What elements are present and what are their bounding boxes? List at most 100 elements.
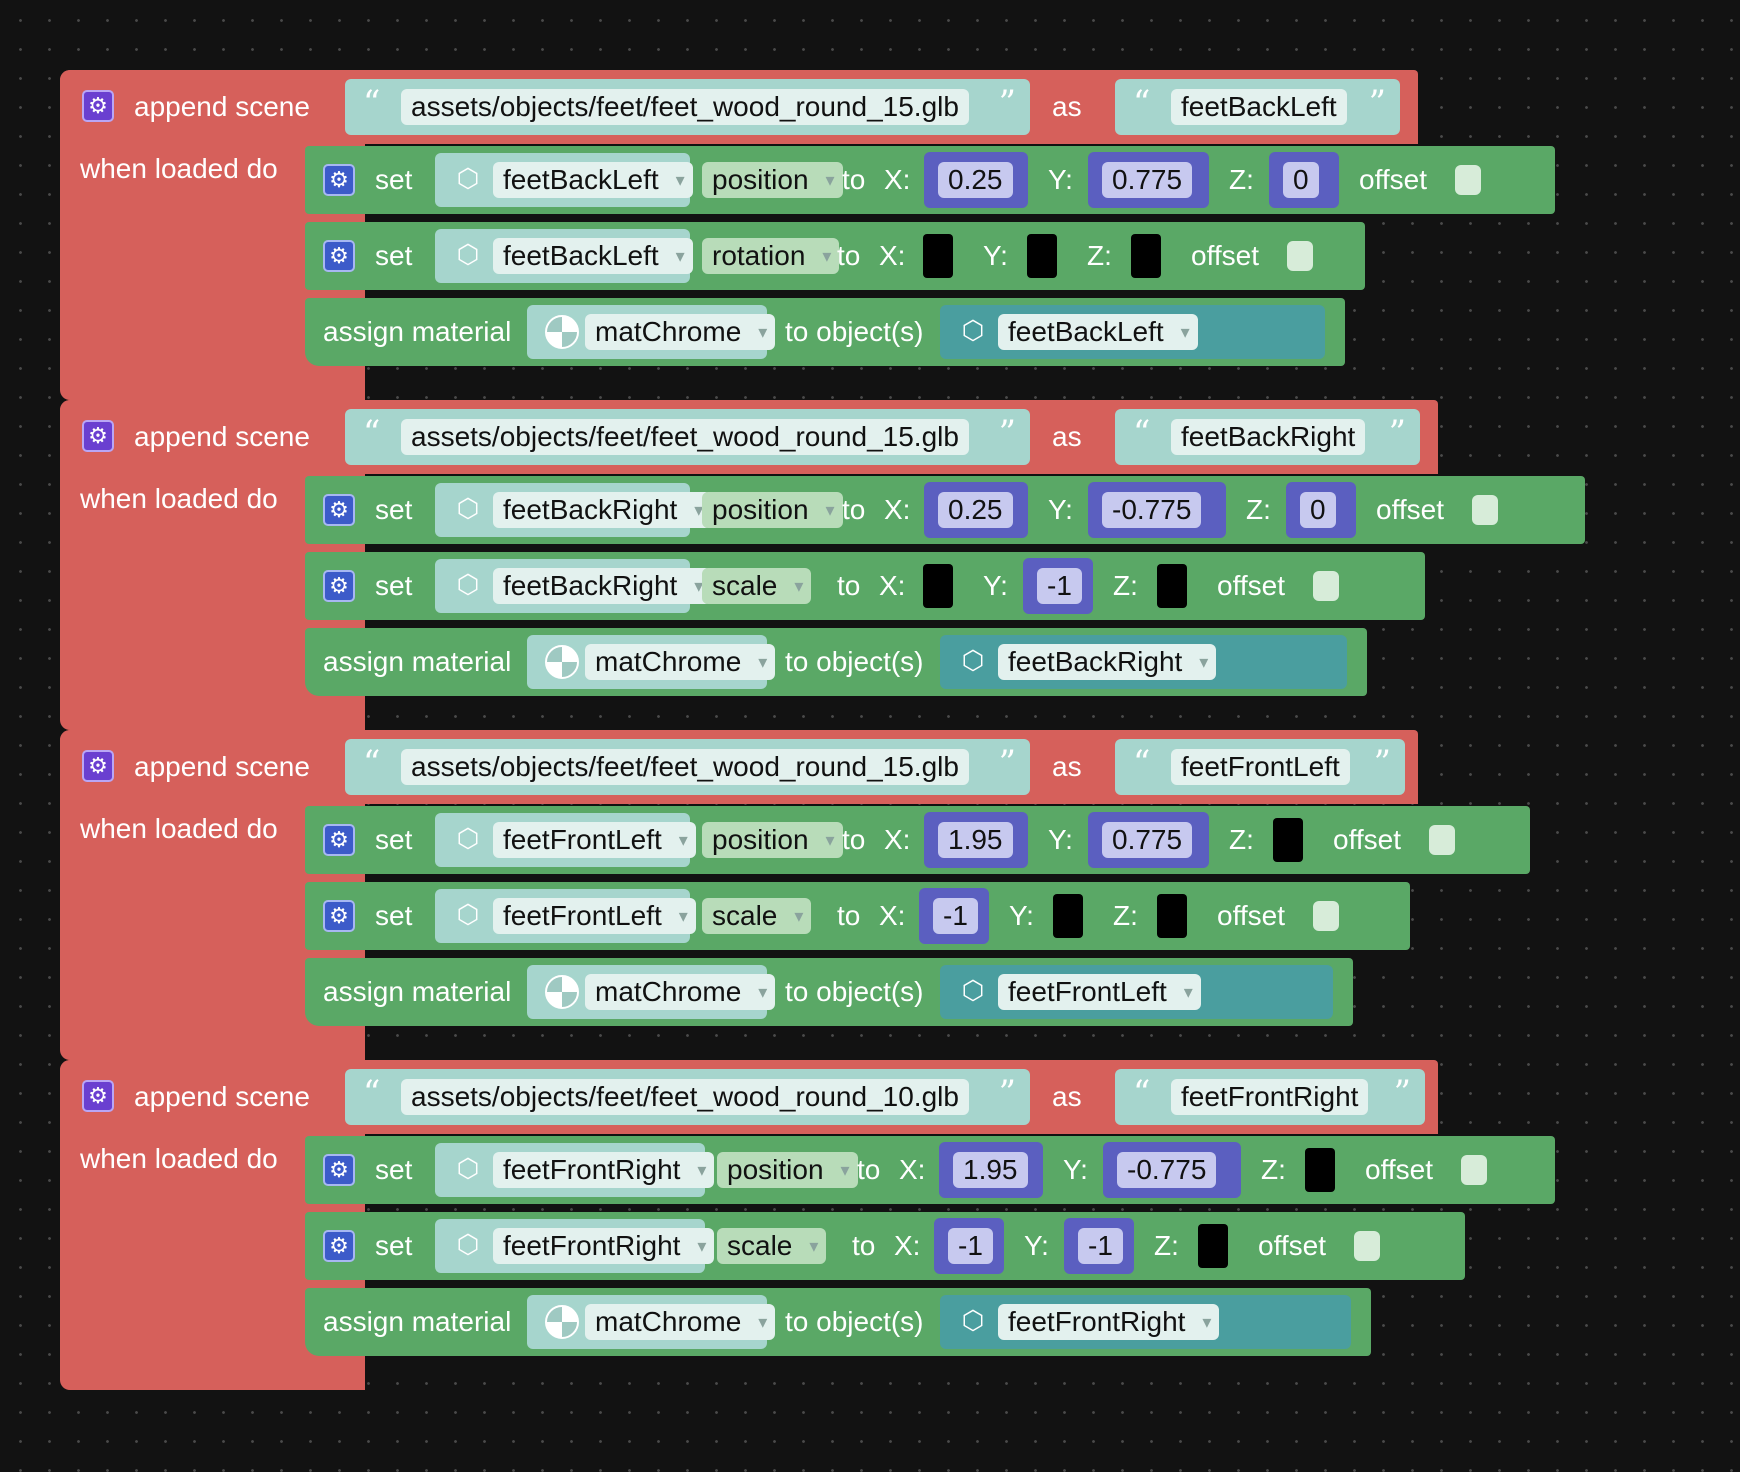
offset-checkbox[interactable]: [1461, 1155, 1487, 1185]
gear-icon[interactable]: ⚙: [82, 420, 114, 452]
gear-icon[interactable]: ⚙: [82, 1080, 114, 1112]
number-slot-y[interactable]: -0.775: [1088, 482, 1226, 538]
property-dropdown[interactable]: position▾: [702, 822, 843, 858]
offset-checkbox[interactable]: [1313, 571, 1339, 601]
offset-checkbox[interactable]: [1472, 495, 1498, 525]
name-string-slot[interactable]: “feetFrontRight”: [1115, 1069, 1425, 1125]
number-slot-y[interactable]: -1: [1023, 558, 1093, 614]
number-slot-y[interactable]: -0.775: [1103, 1142, 1241, 1198]
number-field-x[interactable]: -1: [948, 1228, 993, 1264]
number-slot-y[interactable]: -1: [1064, 1218, 1134, 1274]
object-slot[interactable]: ⬡feetFrontLeft▾: [435, 813, 696, 867]
empty-input-y[interactable]: [1053, 894, 1083, 938]
gear-icon[interactable]: ⚙: [323, 1230, 355, 1262]
offset-checkbox[interactable]: [1455, 165, 1481, 195]
material-dropdown[interactable]: matChrome▾: [585, 974, 776, 1010]
append-scene-block[interactable]: ⚙append scene“assets/objects/feet/feet_w…: [60, 730, 1580, 1060]
empty-input-z[interactable]: [1157, 894, 1187, 938]
gear-icon[interactable]: ⚙: [323, 240, 355, 272]
number-slot-y[interactable]: 0.775: [1088, 812, 1209, 868]
object-dropdown[interactable]: feetFrontRight▾: [493, 1152, 715, 1188]
target-object-dropdown[interactable]: feetBackRight▾: [998, 644, 1217, 680]
material-slot[interactable]: matChrome▾: [527, 965, 776, 1019]
number-field-z[interactable]: 0: [1283, 162, 1319, 198]
object-slot[interactable]: ⬡feetBackLeft▾: [435, 229, 693, 283]
object-dropdown[interactable]: feetBackRight▾: [493, 492, 712, 528]
material-slot[interactable]: matChrome▾: [527, 305, 776, 359]
material-slot[interactable]: matChrome▾: [527, 635, 776, 689]
number-slot-y[interactable]: 0.775: [1088, 152, 1209, 208]
offset-checkbox[interactable]: [1429, 825, 1455, 855]
number-field-y[interactable]: 0.775: [1102, 822, 1193, 858]
number-field-x[interactable]: 0.25: [938, 162, 1013, 198]
object-slot[interactable]: ⬡feetFrontRight▾: [435, 1219, 715, 1273]
scene-name-field[interactable]: feetBackLeft: [1171, 89, 1347, 125]
offset-checkbox[interactable]: [1287, 241, 1313, 271]
target-object-slot[interactable]: ⬡feetBackRight▾: [940, 635, 1347, 689]
gear-icon[interactable]: ⚙: [82, 90, 114, 122]
empty-input-x[interactable]: [923, 234, 953, 278]
material-dropdown[interactable]: matChrome▾: [585, 1304, 776, 1340]
material-slot[interactable]: matChrome▾: [527, 1295, 776, 1349]
number-field-x[interactable]: 1.95: [953, 1152, 1028, 1188]
path-string-slot[interactable]: “assets/objects/feet/feet_wood_round_15.…: [345, 409, 1030, 465]
append-scene-block[interactable]: ⚙append scene“assets/objects/feet/feet_w…: [60, 1060, 1580, 1390]
name-string-slot[interactable]: “feetBackLeft”: [1115, 79, 1400, 135]
name-string-slot[interactable]: “feetFrontLeft”: [1115, 739, 1405, 795]
property-dropdown[interactable]: scale▾: [702, 568, 812, 604]
material-dropdown[interactable]: matChrome▾: [585, 644, 776, 680]
number-slot-x[interactable]: -1: [934, 1218, 1004, 1274]
scene-path-field[interactable]: assets/objects/feet/feet_wood_round_15.g…: [401, 419, 969, 455]
gear-icon[interactable]: ⚙: [323, 900, 355, 932]
empty-input-z[interactable]: [1157, 564, 1187, 608]
object-dropdown[interactable]: feetFrontLeft▾: [493, 898, 696, 934]
object-dropdown[interactable]: feetFrontLeft▾: [493, 822, 696, 858]
path-string-slot[interactable]: “assets/objects/feet/feet_wood_round_15.…: [345, 739, 1030, 795]
number-slot-z[interactable]: 0: [1286, 482, 1356, 538]
number-slot-x[interactable]: 0.25: [924, 482, 1028, 538]
empty-input-z[interactable]: [1198, 1224, 1228, 1268]
target-object-dropdown[interactable]: feetFrontLeft▾: [998, 974, 1201, 1010]
object-dropdown[interactable]: feetBackLeft▾: [493, 238, 693, 274]
scene-path-field[interactable]: assets/objects/feet/feet_wood_round_15.g…: [401, 749, 969, 785]
number-field-x[interactable]: -1: [933, 898, 978, 934]
name-string-slot[interactable]: “feetBackRight”: [1115, 409, 1420, 465]
property-dropdown[interactable]: scale▾: [717, 1228, 827, 1264]
path-string-slot[interactable]: “assets/objects/feet/feet_wood_round_10.…: [345, 1069, 1030, 1125]
target-object-slot[interactable]: ⬡feetFrontLeft▾: [940, 965, 1333, 1019]
scene-path-field[interactable]: assets/objects/feet/feet_wood_round_10.g…: [401, 1079, 969, 1115]
gear-icon[interactable]: ⚙: [323, 494, 355, 526]
gear-icon[interactable]: ⚙: [323, 570, 355, 602]
property-dropdown[interactable]: rotation▾: [702, 238, 840, 274]
object-slot[interactable]: ⬡feetFrontLeft▾: [435, 889, 696, 943]
property-dropdown[interactable]: scale▾: [702, 898, 812, 934]
empty-input-z[interactable]: [1273, 818, 1303, 862]
offset-checkbox[interactable]: [1354, 1231, 1380, 1261]
gear-icon[interactable]: ⚙: [323, 1154, 355, 1186]
scene-name-field[interactable]: feetFrontLeft: [1171, 749, 1350, 785]
number-field-y[interactable]: -1: [1037, 568, 1082, 604]
object-dropdown[interactable]: feetBackLeft▾: [493, 162, 693, 198]
gear-icon[interactable]: ⚙: [82, 750, 114, 782]
property-dropdown[interactable]: position▾: [702, 492, 843, 528]
path-string-slot[interactable]: “assets/objects/feet/feet_wood_round_15.…: [345, 79, 1030, 135]
gear-icon[interactable]: ⚙: [323, 824, 355, 856]
gear-icon[interactable]: ⚙: [323, 164, 355, 196]
number-field-x[interactable]: 0.25: [938, 492, 1013, 528]
scene-name-field[interactable]: feetBackRight: [1171, 419, 1366, 455]
target-object-dropdown[interactable]: feetFrontRight▾: [998, 1304, 1220, 1340]
append-scene-block[interactable]: ⚙append scene“assets/objects/feet/feet_w…: [60, 400, 1585, 730]
property-dropdown[interactable]: position▾: [702, 162, 843, 198]
number-field-y[interactable]: -1: [1078, 1228, 1123, 1264]
material-dropdown[interactable]: matChrome▾: [585, 314, 776, 350]
